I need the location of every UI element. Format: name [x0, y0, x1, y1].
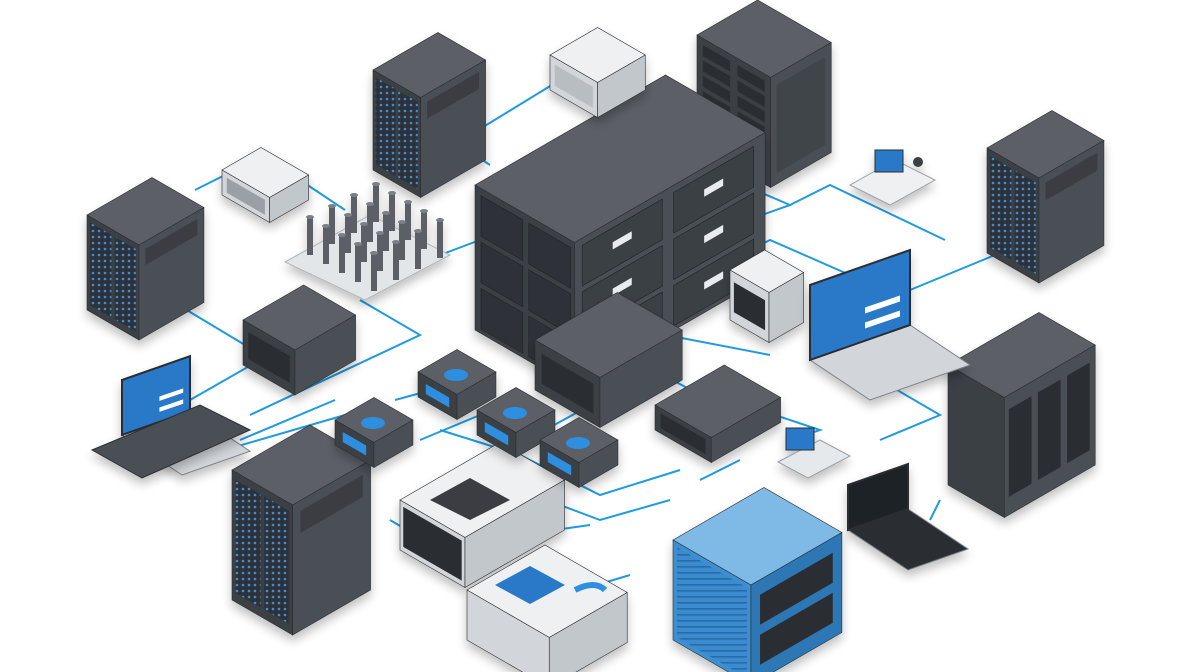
- server-rack-far-right: [986, 110, 1105, 284]
- workstation-desk: [848, 149, 937, 206]
- server-cluster-right: [947, 312, 1096, 519]
- link-line: [239, 399, 336, 441]
- link-line: [879, 379, 943, 441]
- laptop-dark: [846, 462, 970, 571]
- hub-b: [334, 397, 414, 469]
- server-rack-left: [86, 177, 205, 341]
- link-line: [194, 174, 226, 191]
- hub-a: [417, 349, 497, 421]
- link-line: [699, 459, 741, 481]
- blue-server-unit: [672, 487, 843, 672]
- link-line: [909, 254, 996, 291]
- pos-terminal-platform: [90, 404, 252, 479]
- server-rack-bottom-left: [231, 424, 372, 636]
- storage-device-bottom: [466, 544, 628, 672]
- pos-terminal: [729, 249, 805, 344]
- network-switch-left: [221, 147, 310, 224]
- laptop-right: [808, 248, 972, 401]
- server-rack-top: [372, 32, 487, 199]
- link-line: [439, 239, 481, 256]
- link-line: [419, 414, 481, 441]
- hub-d: [539, 417, 619, 489]
- antenna-array: [283, 182, 452, 301]
- network-box-left: [242, 284, 357, 396]
- switch-small-right: [654, 364, 782, 464]
- link-line: [789, 183, 946, 241]
- patch-panel: [399, 442, 566, 589]
- monitor-device: [776, 427, 852, 479]
- mini-server-top: [549, 27, 646, 119]
- hub-c: [476, 387, 556, 459]
- link-line: [929, 499, 941, 521]
- router-center: [534, 292, 683, 429]
